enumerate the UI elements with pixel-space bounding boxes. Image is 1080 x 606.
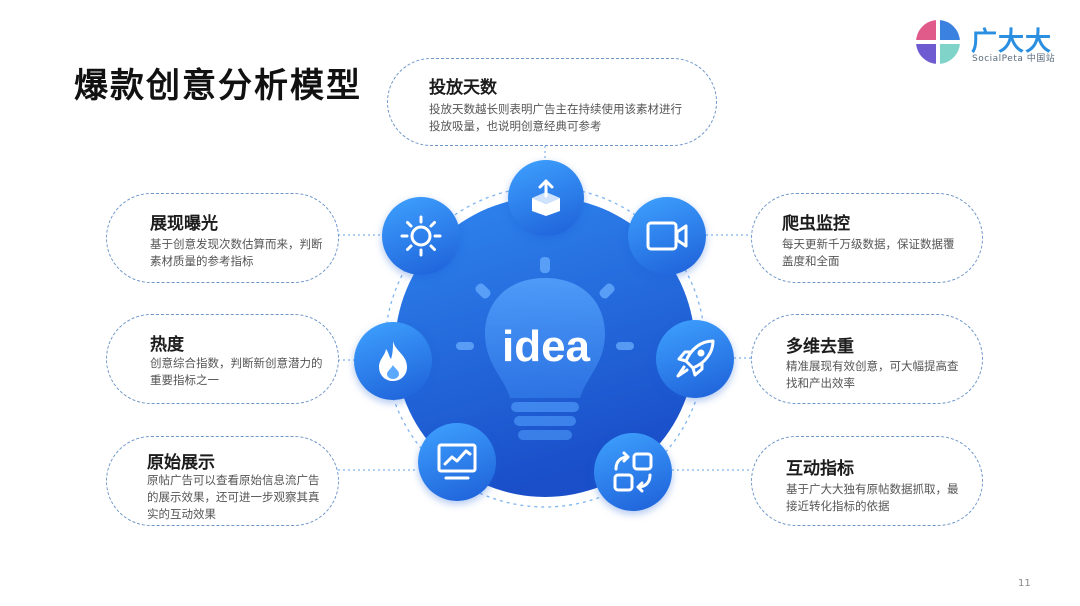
card-crawler: 爬虫监控 每天更新千万级数据，保证数据覆盖度和全面 (751, 193, 983, 283)
card-original-title: 原始展示 (147, 453, 215, 473)
flame-icon (354, 322, 432, 400)
card-interact: 互动指标 基于广大大独有原帖数据抓取，最接近转化指标的依据 (751, 436, 983, 526)
card-heat-title: 热度 (150, 335, 184, 355)
brand-logo: 广大大 SocialPeta 中国站 (915, 19, 1065, 65)
card-exposure: 展现曝光 基于创意发现次数估算而来，判断素材质量的参考指标 (106, 193, 339, 283)
card-interact-title: 互动指标 (786, 459, 854, 479)
card-heat-body: 创意综合指数，判断新创意潜力的重要指标之一 (150, 356, 323, 387)
card-days: 投放天数 投放天数越长则表明广告主在持续使用该素材进行投放吸量，也说明创意经典可… (387, 58, 717, 146)
logo-name: 广大大 (971, 27, 1053, 57)
card-heat: 热度 创意综合指数，判断新创意潜力的重要指标之一 (106, 314, 339, 404)
card-dedup-title: 多维去重 (786, 337, 854, 357)
connector-lines (338, 146, 752, 471)
video-camera-icon (628, 197, 706, 275)
card-crawler-title: 爬虫监控 (782, 214, 850, 234)
card-exposure-body: 基于创意发现次数估算而来，判断素材质量的参考指标 (150, 237, 323, 268)
page-title: 爆款创意分析模型 (74, 66, 362, 106)
card-crawler-body: 每天更新千万级数据，保证数据覆盖度和全面 (782, 237, 955, 268)
card-original-body: 原帖广告可以查看原始信息流广告的展示效果，还可进一步观察其真实的互动效果 (147, 473, 320, 521)
lightbulb-icon (456, 257, 634, 440)
sun-icon (382, 197, 460, 275)
page-number: 11 (1018, 578, 1031, 589)
card-dedup: 多维去重 精准展现有效创意，可大幅提高查找和产出效率 (751, 314, 983, 404)
card-interact-body: 基于广大大独有原帖数据抓取，最接近转化指标的依据 (786, 482, 959, 513)
card-days-body: 投放天数越长则表明广告主在持续使用该素材进行投放吸量，也说明创意经典可参考 (429, 102, 682, 133)
refresh-squares-icon (594, 433, 672, 511)
logo-mark-icon (916, 20, 960, 64)
card-dedup-body: 精准展现有效创意，可大幅提高查找和产出效率 (786, 359, 959, 390)
monitor-chart-icon (418, 423, 496, 501)
logo-subtitle: SocialPeta 中国站 (972, 54, 1056, 64)
idea-text: idea (502, 322, 591, 371)
card-original: 原始展示 原帖广告可以查看原始信息流广告的展示效果，还可进一步观察其真实的互动效… (106, 436, 339, 526)
rocket-icon (656, 320, 734, 398)
card-exposure-title: 展现曝光 (150, 214, 218, 234)
upload-box-icon (508, 160, 584, 236)
card-days-title: 投放天数 (429, 78, 497, 98)
